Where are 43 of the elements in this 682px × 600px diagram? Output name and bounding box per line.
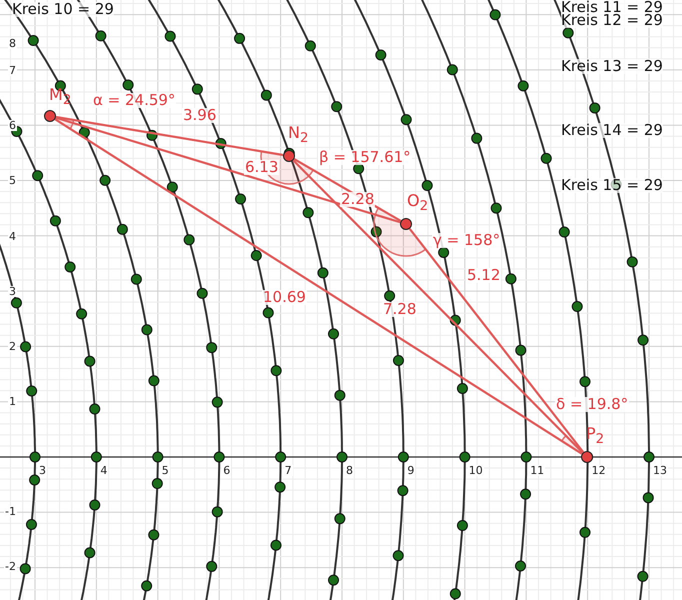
tick-label: 9	[406, 465, 416, 476]
tick-label: 5	[160, 465, 170, 476]
tick-label: 11	[529, 465, 546, 476]
line-segment	[292, 160, 584, 454]
tick-label: 3	[38, 465, 47, 476]
length-label: 10.69	[262, 290, 307, 305]
tick-label: 8	[345, 465, 354, 476]
length-label: 2.28	[340, 192, 376, 207]
length-label: 3.96	[182, 108, 218, 123]
tick-label: 6	[8, 120, 17, 131]
equation-label: Kreis 15 = 29	[561, 178, 663, 193]
tick-label: -2	[4, 561, 17, 572]
length-label: 5.12	[466, 268, 502, 283]
tick-label: 1	[8, 396, 17, 407]
tick-label: 6	[222, 465, 232, 476]
line-segment	[56, 116, 284, 156]
length-label: 7.28	[382, 302, 418, 317]
tick-label: 5	[8, 175, 17, 186]
line-segment	[54, 118, 583, 455]
equation-label: Kreis 12 = 29	[561, 13, 663, 28]
length-label: 6.13	[244, 160, 280, 175]
line-segment	[55, 116, 401, 224]
point-label: N$_{2}$	[288, 125, 308, 146]
angle-label: β = 157.61°	[318, 150, 412, 165]
angle-label: δ = 19.8°	[555, 397, 630, 412]
angle-label: γ = 158°	[432, 233, 502, 248]
angle-label: α = 24.59°	[92, 93, 176, 108]
equation-label: Kreis 13 = 29	[561, 59, 663, 74]
equation-label: Kreis 10 = 29	[12, 2, 114, 17]
tick-label: 12	[590, 465, 607, 476]
point-label: O$_{2}$	[407, 193, 428, 214]
tick-label: 10	[468, 465, 484, 476]
tick-label: 8	[8, 38, 17, 49]
tick-label: 13	[652, 465, 668, 476]
tick-label: 3	[8, 286, 17, 297]
tick-label: 4	[99, 465, 108, 476]
tick-label: 7	[8, 65, 17, 76]
tick-label: -1	[4, 506, 17, 517]
equation-label: Kreis 14 = 29	[561, 123, 663, 138]
tick-label: 2	[8, 341, 17, 352]
tick-label: 4	[8, 231, 17, 242]
line-segment	[408, 228, 584, 453]
tick-label: 7	[284, 465, 293, 476]
